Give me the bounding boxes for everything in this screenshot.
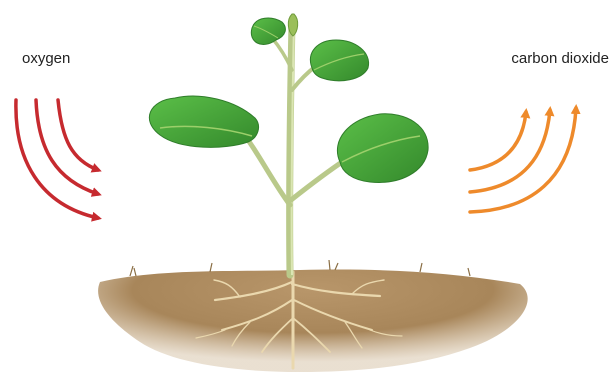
curved-arrows-out-icon (470, 108, 576, 212)
leaf-upper-left (251, 18, 285, 44)
bud (288, 14, 297, 36)
leaf-upper-right (310, 40, 368, 81)
leaf-right (337, 114, 428, 183)
oxygen-label: oxygen (22, 50, 70, 67)
carbon-dioxide-label: carbon dioxide (511, 50, 609, 67)
soil (98, 260, 528, 372)
curved-arrows-in-icon (16, 100, 98, 218)
leaf-left (149, 96, 258, 147)
